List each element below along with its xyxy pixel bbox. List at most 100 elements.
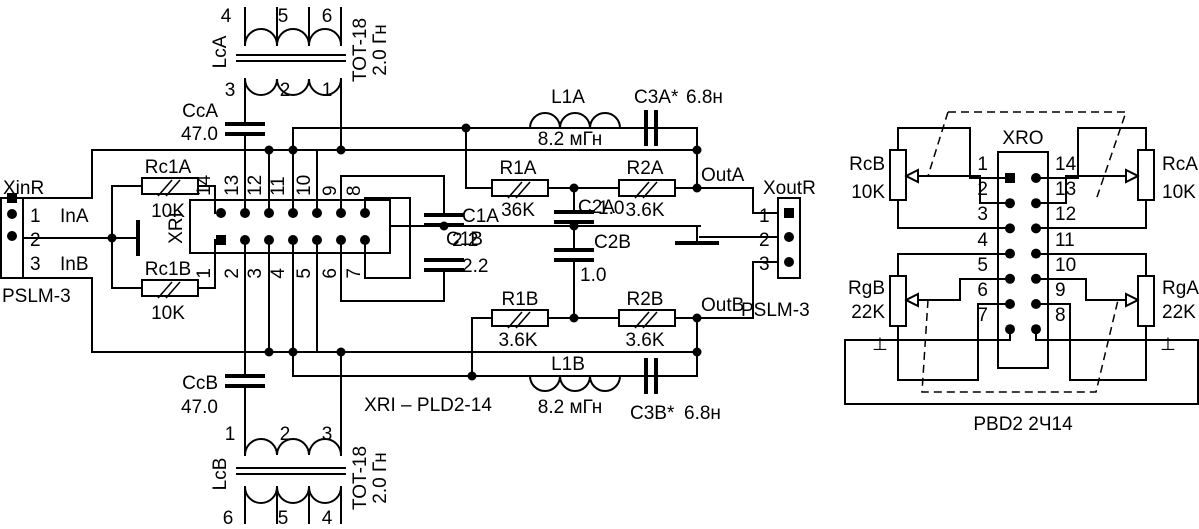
cca-ref: CcA xyxy=(182,101,218,122)
lcb-pin-5: 5 xyxy=(278,508,289,529)
rc1a-ref: Rc1A xyxy=(145,157,192,178)
r2b-value: 3.6K xyxy=(625,330,664,351)
junction-dot xyxy=(336,145,346,155)
junction-dot xyxy=(692,347,702,357)
capacitor-c1a: C1A 2.2 xyxy=(424,206,499,251)
c1a-ref: C1A xyxy=(462,206,499,227)
lca-pin-1: 1 xyxy=(322,80,333,101)
junction-dot xyxy=(467,371,477,381)
xri-pin-3: 3 xyxy=(245,268,266,279)
c1a-value: 2.2 xyxy=(452,230,478,251)
net-inb: InB xyxy=(60,254,89,275)
junction-dot xyxy=(288,145,298,155)
c3b-value: 6.8н xyxy=(684,403,721,424)
xri-pin-5: 5 xyxy=(294,268,315,279)
lcb-pin-3: 3 xyxy=(322,424,333,445)
rcb-ref: RcB xyxy=(849,154,885,175)
r1a-ref: R1A xyxy=(500,158,537,179)
net-ina: InA xyxy=(60,206,89,227)
lcb-pin-6: 6 xyxy=(223,508,234,529)
rga-ground-mark: ⊥ xyxy=(1160,334,1176,354)
capacitor-c3b: C3B* 6.8н xyxy=(630,317,721,424)
junction-dots xyxy=(107,123,702,381)
xro-ref: XRO xyxy=(1002,128,1043,149)
xri-pin-dot xyxy=(240,235,250,245)
xro-caption: PBD2 2Ч14 xyxy=(973,414,1073,435)
resistor-r1a: R1A 36K xyxy=(465,127,549,221)
xro-pin-8: 8 xyxy=(1055,305,1066,326)
junction-dot xyxy=(107,233,117,243)
resistor-rc1b: Rc1B 10K xyxy=(141,239,216,324)
junction-dot xyxy=(692,145,702,155)
lcb-value: 2.0 Гн xyxy=(370,452,391,503)
junction-dot xyxy=(264,347,274,357)
junction-dot xyxy=(569,313,579,323)
r2a-value: 3.6K xyxy=(625,200,664,221)
xri-pin-dot xyxy=(216,235,226,245)
ccb-value: 47.0 xyxy=(181,397,218,418)
r2b-ref: R2B xyxy=(627,289,664,310)
rga-value: 22K xyxy=(1162,302,1196,323)
xri-pin-12: 12 xyxy=(245,175,266,196)
l1b-value: 8.2 мГн xyxy=(538,397,602,418)
xri-ref: XRI xyxy=(166,212,187,244)
l1a-ref: L1A xyxy=(551,87,585,108)
xoutr-ref: XoutR xyxy=(763,178,816,199)
junction-dot xyxy=(264,145,274,155)
transformer-lcb: 1 2 3 6 5 4 LcB TOT-18 2.0 Гн xyxy=(210,349,391,529)
lca-part: TOT-18 xyxy=(350,18,371,82)
r1a-value: 36K xyxy=(501,200,535,221)
r1b-ref: R1B xyxy=(502,289,539,310)
net-outa: OutA xyxy=(701,165,745,186)
xro-pin-12: 12 xyxy=(1055,204,1076,225)
lcb-pin-4: 4 xyxy=(322,508,333,529)
inductor-l1b: L1B 8.2 мГн xyxy=(528,354,622,418)
transformer-lca: 4 5 6 3 2 1 LcA TOT-18 2.0 Гн xyxy=(210,6,391,151)
xri-pin-11: 11 xyxy=(268,176,289,196)
header-xro: XRO PBD2 2Ч14 1 2 3 4 5 6 7 14 13 12 11 … xyxy=(973,128,1076,435)
lcb-pin-2: 2 xyxy=(280,424,291,445)
resistor-r2b: R2B 3.6K xyxy=(618,289,698,351)
xri-pin-9: 9 xyxy=(320,185,341,196)
lcb-part: TOT-18 xyxy=(350,446,371,510)
input-wiring xyxy=(22,149,698,353)
resistor-r2a: R2A 3.6K xyxy=(547,158,698,221)
pot-rga: RgA 22K ⊥ xyxy=(1101,275,1199,354)
junction-dot xyxy=(461,123,471,133)
xri-pin-1: 1 xyxy=(194,268,215,279)
capacitor-c2b: C2B 1.0 xyxy=(554,225,631,319)
junction-dot xyxy=(569,183,579,193)
lca-pin-3: 3 xyxy=(225,80,236,101)
pot-rca: RcA 10K xyxy=(1101,149,1198,203)
ccb-ref: CcB xyxy=(182,373,218,394)
capacitor-c2a: C2A 1.0 xyxy=(554,187,624,227)
lcb-ref: LcB xyxy=(210,458,231,491)
xri-caption: XRI – PLD2-14 xyxy=(364,395,492,416)
xro-pin-1: 1 xyxy=(977,154,988,175)
connector-xinr: XinR PSLM-3 1 2 3 InA InB xyxy=(0,178,89,307)
xoutr-pin-3: 3 xyxy=(759,254,770,275)
xro-pin-4: 4 xyxy=(977,230,988,251)
xri-pin-14: 14 xyxy=(194,174,215,196)
xinr-part: PSLM-3 xyxy=(2,286,71,307)
capacitor-c1b: C1B 2.2 xyxy=(424,229,488,277)
c2b-ref: C2B xyxy=(594,232,631,253)
lca-pin-6: 6 xyxy=(322,6,333,27)
junction-dot xyxy=(692,313,702,323)
xro-pin-14: 14 xyxy=(1055,154,1077,175)
rgb-ref: RgB xyxy=(848,278,885,299)
xro-pin-3: 3 xyxy=(977,204,988,225)
c1b-value: 2.2 xyxy=(462,256,488,277)
lca-value: 2.0 Гн xyxy=(370,24,391,75)
rcb-value: 10K xyxy=(851,182,885,203)
rc1b-ref: Rc1B xyxy=(145,259,191,280)
c2a-value: 1.0 xyxy=(598,198,624,219)
xri-pin-6: 6 xyxy=(320,268,341,279)
rga-ref: RgA xyxy=(1162,278,1199,299)
xro-wiring xyxy=(844,111,1199,405)
l1a-value: 8.2 мГн xyxy=(538,129,602,150)
lca-pin-5: 5 xyxy=(278,6,289,27)
c2b-value: 1.0 xyxy=(580,265,606,286)
xoutr-part: PSLM-3 xyxy=(741,300,810,321)
